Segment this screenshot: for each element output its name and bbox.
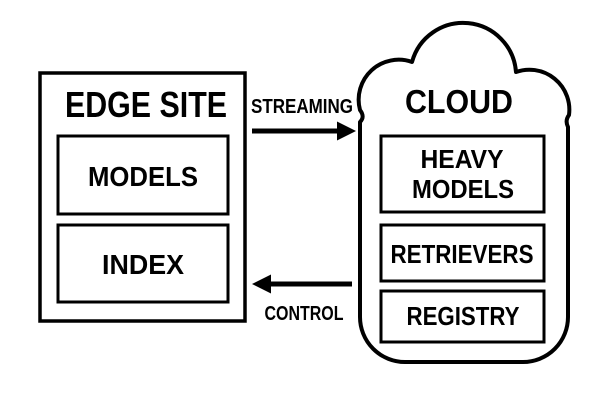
control-label: CONTROL bbox=[265, 303, 344, 325]
edge-site-title: EDGE SITE bbox=[65, 84, 227, 125]
cloud-heavy-models-label-line2: MODELS bbox=[412, 174, 514, 204]
cloud-group: CLOUD HEAVY MODELS RETRIEVERS REGISTRY bbox=[356, 20, 572, 364]
streaming-label: STREAMING bbox=[251, 96, 353, 118]
edge-site-group: EDGE SITE MODELS INDEX bbox=[38, 71, 247, 323]
cloud-heavy-models-label-line1: HEAVY bbox=[421, 144, 504, 174]
cloud-retrievers-box bbox=[379, 223, 546, 283]
control-arrow-head bbox=[252, 274, 271, 294]
cloud-retrievers-label: RETRIEVERS bbox=[391, 239, 534, 269]
cloud-registry-box bbox=[379, 289, 546, 344]
cloud-heavy-models-box bbox=[379, 134, 546, 214]
cloud-shape bbox=[356, 20, 572, 364]
streaming-arrow-head bbox=[337, 121, 356, 141]
control-arrow-group: CONTROL bbox=[252, 274, 352, 325]
edge-index-box bbox=[56, 223, 230, 304]
streaming-arrow-group: STREAMING bbox=[251, 96, 356, 141]
edge-models-label: MODELS bbox=[88, 161, 198, 192]
edge-models-box bbox=[56, 134, 230, 216]
edge-index-label: INDEX bbox=[102, 249, 184, 280]
cloud-registry-label: REGISTRY bbox=[407, 301, 520, 331]
edge-site-box bbox=[38, 71, 247, 323]
cloud-title: CLOUD bbox=[405, 83, 513, 120]
